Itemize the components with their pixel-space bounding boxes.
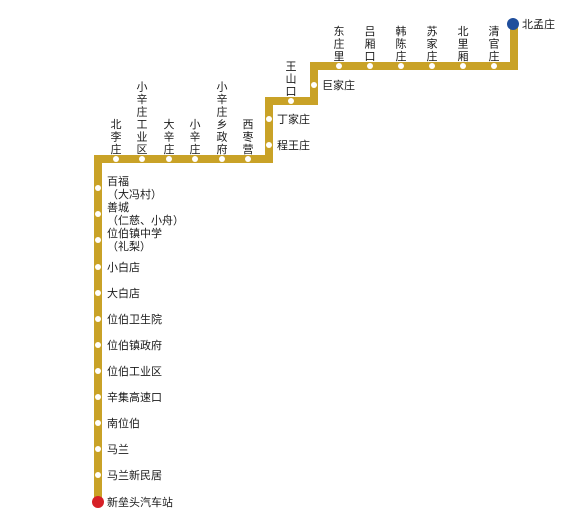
station-label: 王山口 (286, 60, 297, 98)
station-dot (336, 63, 342, 69)
terminal-start-marker (92, 496, 104, 508)
station-dot (491, 63, 497, 69)
station-dot (192, 156, 198, 162)
station-dot (367, 63, 373, 69)
station-label: 东庄里 (334, 25, 345, 63)
station-label: 马兰 (107, 443, 129, 456)
station-label: 韩陈庄 (396, 24, 407, 63)
station-label: 善城（仁慈、小舟） (107, 200, 184, 227)
station-dot (398, 63, 404, 69)
station-dot (95, 472, 101, 478)
station-dot (95, 368, 101, 374)
station-dot (95, 316, 101, 322)
station-label: 巨家庄 (322, 78, 355, 92)
vertical-stations: 马兰新民居 马兰 南位伯 辛集高速口 位伯工业区 位伯镇政府 位伯卫生院 大白店… (95, 174, 184, 482)
route-line (94, 23, 518, 501)
station-dot (95, 237, 101, 243)
station-dot (139, 156, 145, 162)
station-dot (460, 63, 466, 69)
station-label: 位伯镇中学（礼梨） (107, 226, 162, 253)
station-label: 小辛庄 (190, 118, 201, 156)
station-dot (95, 394, 101, 400)
station-dot (95, 185, 101, 191)
station-dot (166, 156, 172, 162)
station-dot (95, 446, 101, 452)
terminal-end-label: 北孟庄 (522, 17, 555, 31)
station-dot (311, 82, 317, 88)
station-dot (288, 98, 294, 104)
station-label: 南位伯 (107, 416, 140, 430)
station-dot (113, 156, 119, 162)
station-label: 大白店 (107, 286, 140, 300)
terminal-start-label: 新垒头汽车站 (107, 495, 173, 509)
station-dot (95, 342, 101, 348)
station-label: 北里厢 (458, 25, 469, 63)
station-label: 辛集高速口 (107, 390, 162, 404)
station-label: 苏家庄 (427, 25, 438, 63)
station-label: 马兰新民居 (107, 468, 162, 482)
station-label: 清官庄 (489, 25, 500, 63)
station-label: 程王庄 (277, 138, 310, 152)
upper-stations: 北李庄 小辛庄工业区 大辛庄 小辛庄 小辛庄乡政府 西枣营 程王庄 丁家庄 王山… (111, 24, 500, 162)
station-dot (95, 264, 101, 270)
station-dot (95, 290, 101, 296)
station-label: 大辛庄 (164, 117, 175, 156)
station-label: 丁家庄 (277, 112, 310, 126)
station-label: 小白店 (107, 260, 140, 274)
station-label: 位伯卫生院 (107, 312, 162, 326)
station-dot (429, 63, 435, 69)
terminal-end-marker (507, 18, 519, 30)
station-dot (266, 116, 272, 122)
station-label: 位伯工业区 (107, 364, 162, 378)
station-label: 小辛庄乡政府 (217, 81, 228, 157)
station-label: 小辛庄工业区 (137, 81, 148, 157)
station-label: 西枣营 (243, 118, 254, 156)
station-label: 位伯镇政府 (107, 338, 162, 352)
station-dot (95, 420, 101, 426)
station-label: 吕厢口 (365, 25, 376, 63)
station-dot (219, 156, 225, 162)
station-label: 百福（大冯村） (107, 174, 162, 201)
station-label: 北李庄 (111, 118, 122, 156)
station-dot (266, 142, 272, 148)
station-dot (95, 211, 101, 217)
station-dot (245, 156, 251, 162)
